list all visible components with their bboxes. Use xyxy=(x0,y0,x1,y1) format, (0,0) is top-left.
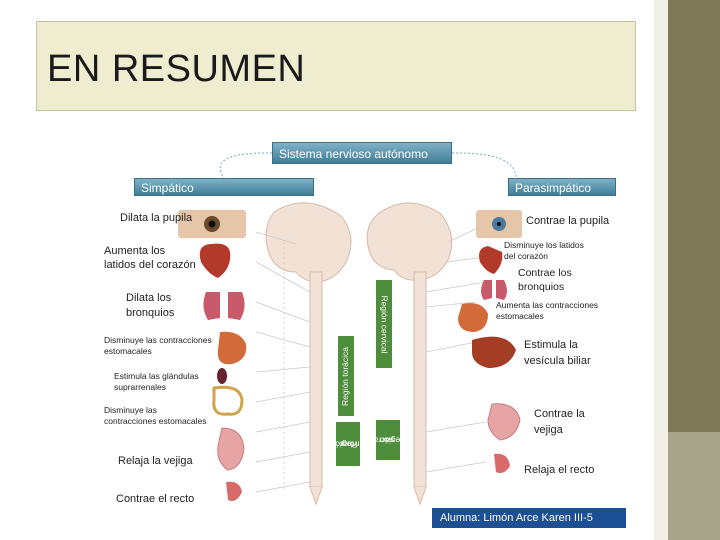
page-title: EN RESUMEN xyxy=(47,48,306,90)
ans-diagram: Sistema nervioso autónomo Simpático Para… xyxy=(96,132,626,530)
para-effect-heart-2: del corazón xyxy=(504,251,548,261)
symp-effect-stomach-1: Disminuye las contracciones xyxy=(104,335,212,345)
region-sacra-label-2: sacra xyxy=(373,435,394,446)
stomach-icon xyxy=(217,331,247,365)
lungs-icon-right xyxy=(481,280,492,300)
gallbladder-icon xyxy=(472,336,516,368)
symp-effect-heart-2: latidos del corazón xyxy=(104,259,196,271)
region-toracica-tag: Región torácica xyxy=(338,336,354,416)
bladder-icon-right xyxy=(487,403,521,441)
adrenal-gland-icon xyxy=(217,368,227,384)
stomach-icon-right xyxy=(458,303,488,332)
para-effect-bladder-1: Contrae la xyxy=(534,408,585,420)
symp-effect-bronchi-1: Dilata los xyxy=(126,292,172,304)
decorative-side-band xyxy=(668,0,720,540)
sympathetic-nerves xyxy=(255,231,311,493)
lungs-icon xyxy=(203,292,220,320)
connector-left xyxy=(219,152,273,179)
para-effect-gallbladder-1: Estimula la xyxy=(524,339,578,351)
symp-effect-adrenal-2: suprarrenales xyxy=(114,382,166,392)
para-effect-pupil: Contrae la pupila xyxy=(526,215,610,227)
symp-effect-adrenal-1: Estimula las glándulas xyxy=(114,371,199,381)
para-effect-gallbladder-2: vesícula biliar xyxy=(524,355,591,367)
region-sacra-tag: Región sacra xyxy=(373,420,406,460)
region-sacra-text: Región sacra xyxy=(373,427,406,454)
para-effect-rectum: Relaja el recto xyxy=(524,464,595,476)
symp-effect-bronchi-2: bronquios xyxy=(126,307,175,319)
para-effect-stomach-1: Aumenta las contracciones xyxy=(496,300,599,310)
symp-effect-intestine-1: Disminuye las xyxy=(104,405,157,415)
rectum-icon-right xyxy=(494,453,510,474)
side-band-lower xyxy=(668,432,720,540)
intestine-icon xyxy=(212,385,244,416)
side-band-upper xyxy=(668,0,720,432)
parasympathetic-header: Parasimpático xyxy=(508,178,616,196)
rectum-icon xyxy=(226,481,242,501)
heart-icon-right xyxy=(479,246,503,274)
para-effect-bronchi-2: bronquios xyxy=(518,281,565,293)
parasympathetic-nerves xyxy=(425,223,487,473)
heart-icon xyxy=(199,243,231,278)
symp-effect-stomach-2: estomacales xyxy=(104,346,152,356)
region-lumbar-tag: Región lumbar xyxy=(330,422,366,466)
region-cervical-label: Región cervical xyxy=(379,294,390,354)
symp-effect-intestine-2: contracciones estomacales xyxy=(104,416,207,426)
diagram-graphics xyxy=(178,152,522,506)
para-effect-heart-1: Disminuye los latidos xyxy=(504,240,584,250)
region-cervical-tag: Región cervical xyxy=(376,280,392,368)
right-cns-figure xyxy=(366,202,453,506)
left-cns-figure xyxy=(265,202,352,506)
title-box: EN RESUMEN xyxy=(36,21,636,111)
symp-effect-pupil: Dilata la pupila xyxy=(120,212,193,224)
para-effect-bladder-2: vejiga xyxy=(534,424,563,436)
symp-effect-rectum: Contrae el recto xyxy=(116,493,195,505)
connector-right xyxy=(451,152,517,179)
para-effect-bronchi-1: Contrae los xyxy=(518,267,572,279)
sympathetic-header: Simpático xyxy=(134,178,314,196)
para-effect-stomach-2: estomacales xyxy=(496,311,544,321)
bladder-icon xyxy=(217,427,245,471)
symp-effect-bladder: Relaja la vejiga xyxy=(118,455,193,467)
author-footer: Alumna: Limón Arce Karen III-5 xyxy=(432,508,626,528)
right-organs xyxy=(458,210,522,474)
region-toracica-label: Región torácica xyxy=(340,346,351,406)
symp-effect-heart-1: Aumenta los xyxy=(104,245,166,257)
region-lumbar-text: Región lumbar xyxy=(330,431,365,458)
decorative-strip xyxy=(654,0,668,540)
root-node: Sistema nervioso autónomo xyxy=(272,142,452,164)
left-organs xyxy=(178,210,247,501)
region-lumbar-label-2: lumbar xyxy=(339,439,366,450)
